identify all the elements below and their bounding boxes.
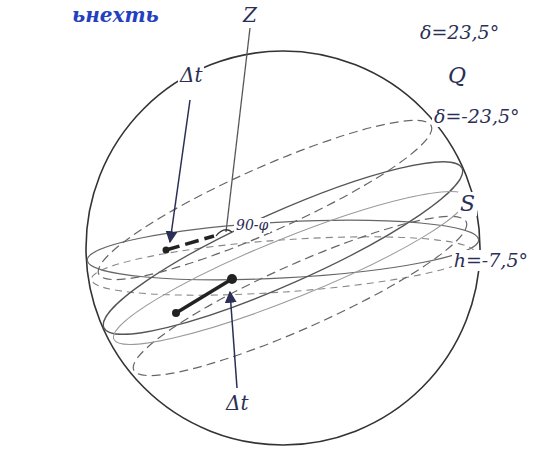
sphere-label: Z — [241, 4, 259, 26]
sphere-label: 90-φ — [234, 218, 270, 233]
point-dot — [227, 274, 237, 284]
sphere-label: h=-7,5° — [452, 250, 530, 271]
sphere-label: Δt — [224, 392, 250, 414]
sphere-outline — [86, 51, 480, 445]
parallel-circle — [86, 97, 445, 304]
leader-arrow — [170, 100, 190, 242]
sphere-label: δ=23,5° — [418, 22, 501, 43]
sphere-label: Δt — [178, 64, 204, 86]
point-dot — [163, 247, 170, 254]
day-arc-segment — [166, 236, 214, 250]
horizon-circle — [86, 212, 480, 288]
sphere-label: δ=-23,5° — [432, 106, 522, 127]
sphere-label: Q — [446, 64, 468, 88]
leader-arrow — [230, 292, 237, 388]
equator-circle — [89, 135, 476, 360]
zenith-line — [226, 28, 250, 232]
point-dot — [172, 309, 180, 317]
parallel-circle — [103, 169, 478, 367]
angle-arc — [216, 230, 232, 236]
day-arc-segment — [176, 279, 232, 313]
sphere-label: S — [458, 192, 477, 216]
handwritten-note: ьнехть — [70, 4, 161, 26]
